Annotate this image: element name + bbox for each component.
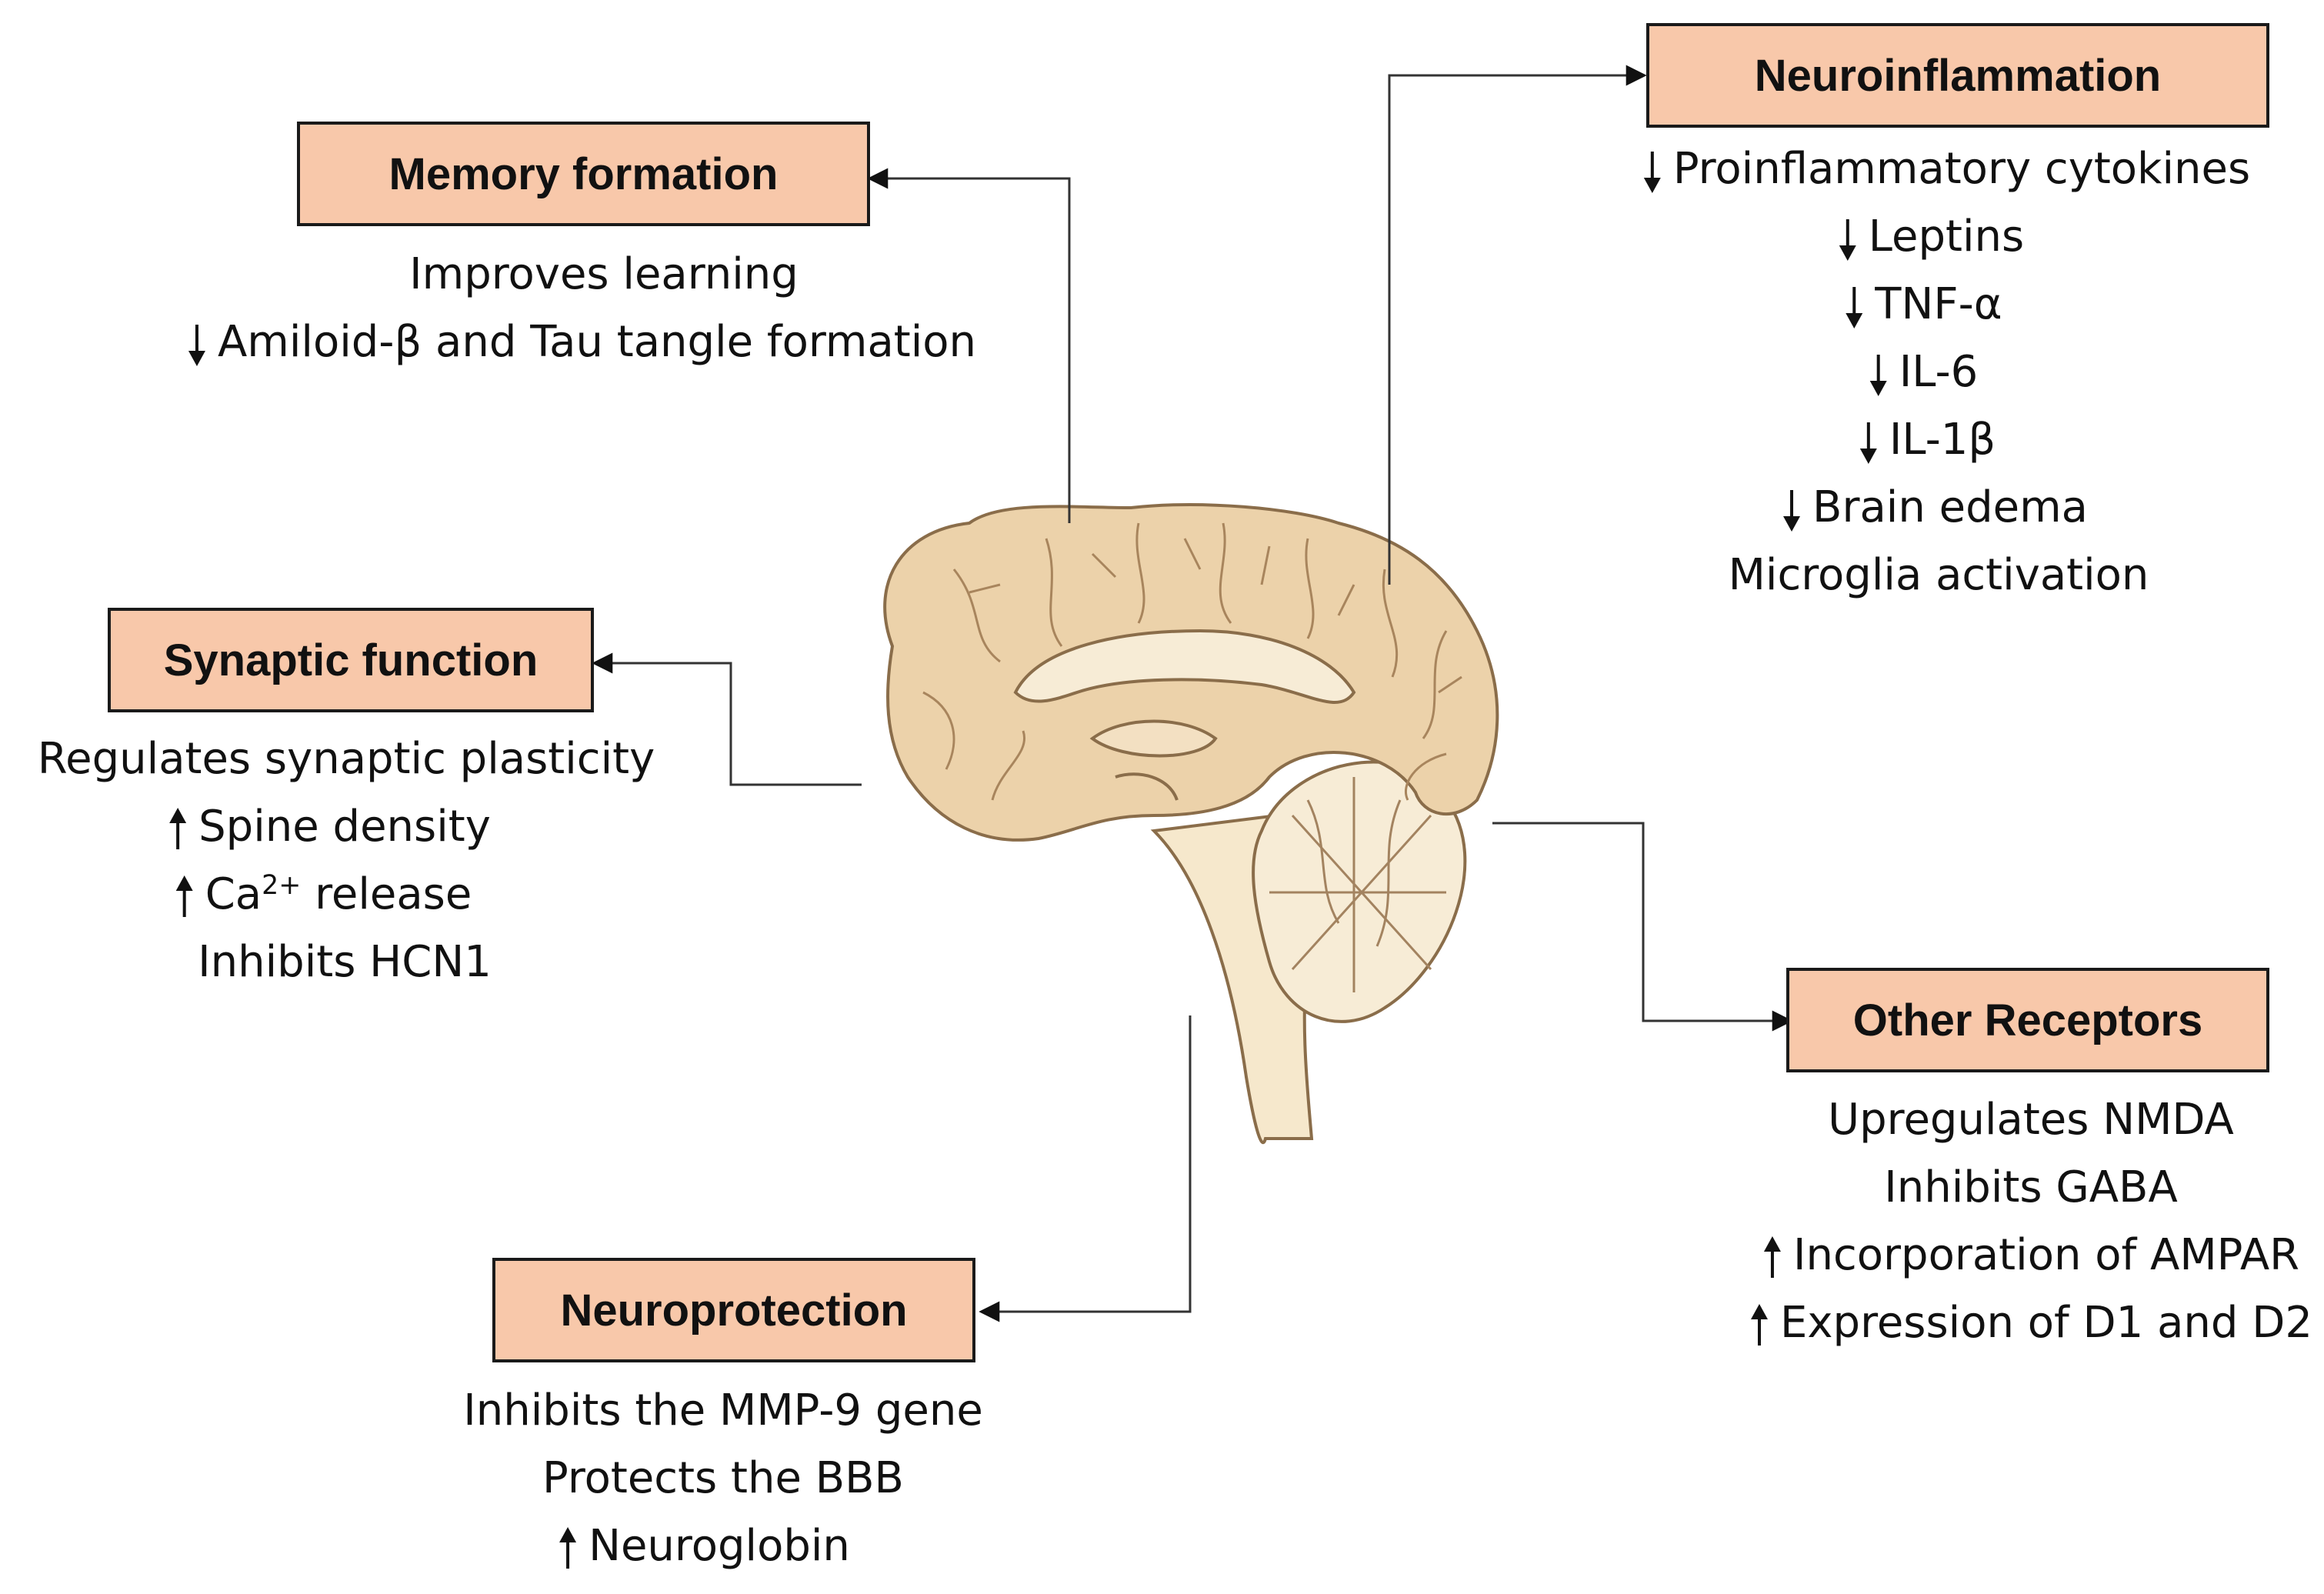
other-receptors-box: Other Receptors [1786, 968, 2269, 1072]
synaptic-line-4: Inhibits HCN1 [198, 937, 492, 987]
receptors-line-1: Upregulates NMDA [1828, 1095, 2234, 1145]
receptors-line-4: Expression of D1 and D2 [1749, 1289, 2312, 1357]
down-arrow-icon [1844, 284, 1864, 330]
up-arrow-icon [175, 874, 195, 920]
neuroinflammation-line-3: TNF-α [1844, 271, 2002, 338]
neuroinflammation-line-2: Leptins [1838, 203, 2024, 271]
up-arrow-icon [168, 806, 188, 852]
neuroinflammation-line-4: IL-6 [1869, 338, 1978, 406]
synaptic-line-2: Spine density [168, 793, 491, 861]
synaptic-function-title: Synaptic function [163, 635, 538, 685]
neuroinflammation-box: Neuroinflammation [1646, 23, 2269, 128]
neuroinflammation-title: Neuroinflammation [1754, 50, 2162, 101]
up-arrow-icon [1762, 1235, 1782, 1281]
neuroinflammation-line-7: Microglia activation [1728, 550, 2149, 600]
up-arrow-icon [1749, 1302, 1769, 1349]
neuroinflammation-line-5: IL-1β [1859, 406, 1996, 474]
neuroprotection-line-1: Inhibits the MMP-9 gene [463, 1386, 983, 1436]
down-arrow-icon [1838, 216, 1858, 262]
synaptic-line-1: Regulates synaptic plasticity [37, 734, 655, 784]
up-arrow-icon [558, 1526, 578, 1572]
neuroprotection-title: Neuroprotection [560, 1285, 908, 1336]
memory-formation-title: Memory formation [388, 148, 779, 199]
other-receptors-title: Other Receptors [1852, 995, 2203, 1045]
down-arrow-icon [1782, 487, 1802, 533]
memory-line-1: Improves learning [409, 249, 799, 299]
neuroinflammation-line-6: Brain edema [1782, 474, 2088, 542]
down-arrow-icon [1869, 352, 1889, 398]
receptors-line-3: Incorporation of AMPAR [1762, 1222, 2299, 1289]
memory-formation-box: Memory formation [297, 122, 870, 226]
down-arrow-icon [1859, 419, 1879, 465]
receptors-line-2: Inhibits GABA [1884, 1162, 2178, 1212]
neuroprotection-line-3: Neuroglobin [558, 1512, 850, 1580]
neuroprotection-box: Neuroprotection [492, 1258, 975, 1362]
down-arrow-icon [187, 322, 207, 368]
down-arrow-icon [1642, 148, 1662, 195]
memory-line-2: Amiloid-β and Tau tangle formation [187, 308, 976, 376]
synaptic-function-box: Synaptic function [108, 608, 594, 712]
neuroprotection-line-2: Protects the BBB [542, 1453, 904, 1503]
neuroinflammation-line-1: Proinflammatory cytokines [1642, 135, 2250, 203]
synaptic-line-3: Ca2+ release [175, 861, 472, 929]
